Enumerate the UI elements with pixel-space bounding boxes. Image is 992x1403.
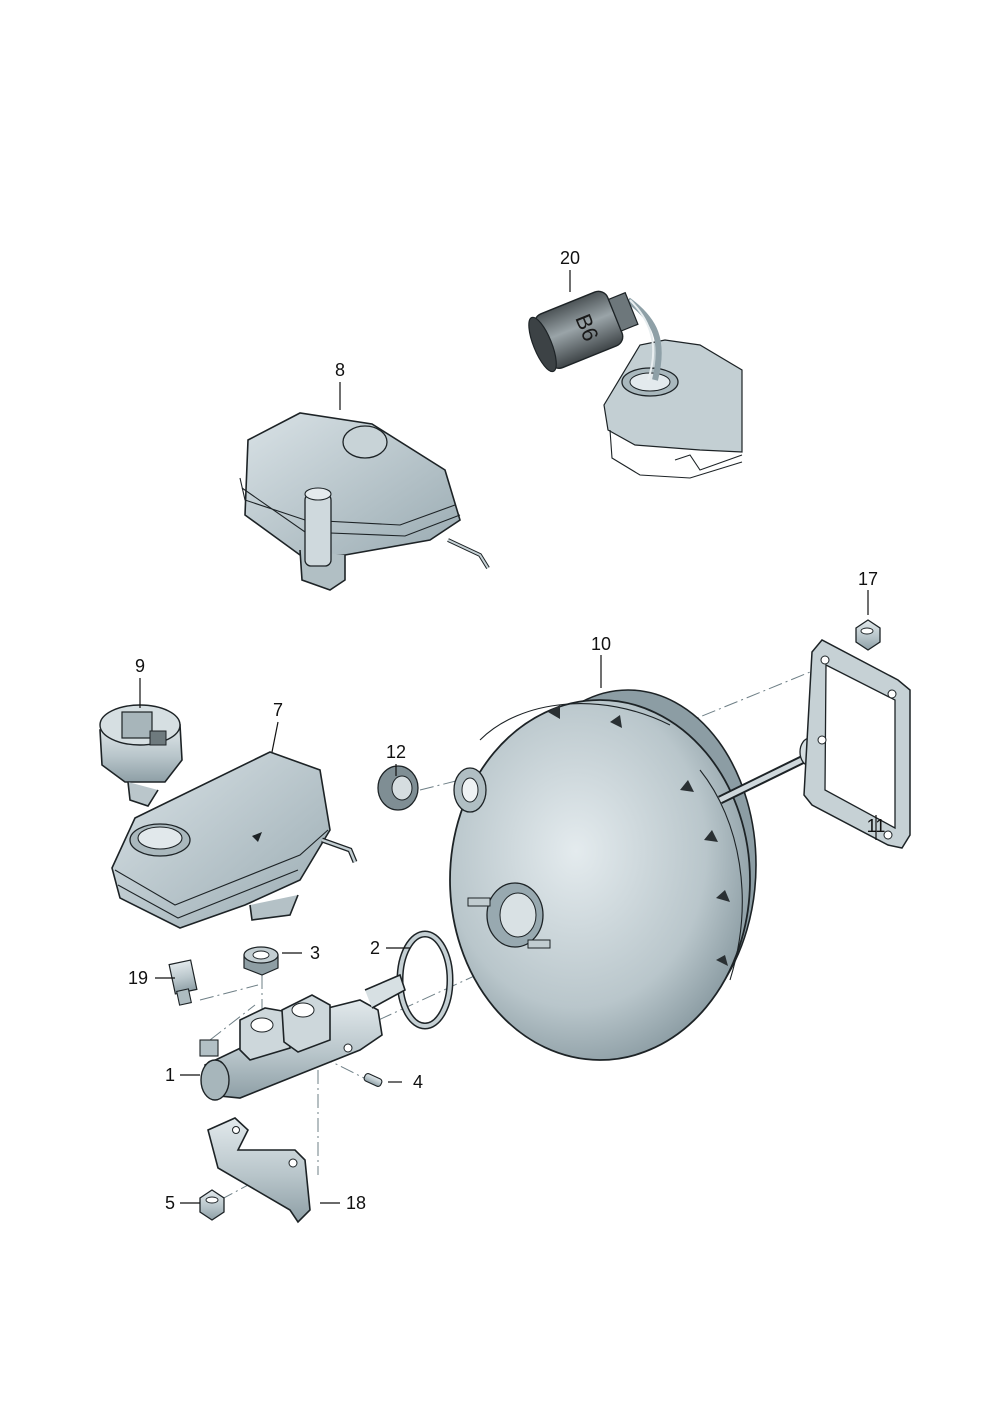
callout-1: 1 [165, 1065, 175, 1085]
callout-20: 20 [560, 248, 580, 268]
bracket-part-18 [207, 1117, 311, 1224]
callout-5: 5 [165, 1193, 175, 1213]
brake-booster-part-10 [449, 689, 821, 1061]
callout-10: 10 [591, 634, 611, 654]
pin-part-4 [363, 1073, 383, 1087]
callout-19: 19 [128, 968, 148, 988]
gasket-part-11 [803, 639, 911, 849]
reservoir-part-8 [239, 412, 490, 591]
grommet-part-12 [377, 765, 419, 811]
nut-part-5 [199, 1189, 225, 1221]
callout-11: 11 [867, 816, 886, 836]
callout-17: 17 [858, 569, 878, 589]
callout-12: 12 [386, 742, 406, 762]
callout-4: 4 [413, 1072, 423, 1092]
callout-2: 2 [370, 938, 380, 958]
callout-8: 8 [335, 360, 345, 380]
sensor-part-19 [168, 959, 198, 1006]
callout-18: 18 [346, 1193, 366, 1213]
grommet-part-3 [243, 946, 279, 976]
callout-labels: 20 8 17 10 9 7 12 11 3 2 19 1 4 5 18 [128, 248, 885, 1213]
leader-lines [139, 270, 877, 1204]
filler-cap-part-9 [99, 704, 183, 807]
callout-3: 3 [310, 943, 320, 963]
master-cylinder-part-1 [199, 973, 406, 1101]
brake-fluid-can-illustration: B6 [528, 290, 743, 479]
callout-7: 7 [273, 700, 283, 720]
reservoir-part-7 [111, 751, 358, 929]
callout-9: 9 [135, 656, 145, 676]
nut-part-17 [855, 619, 881, 651]
